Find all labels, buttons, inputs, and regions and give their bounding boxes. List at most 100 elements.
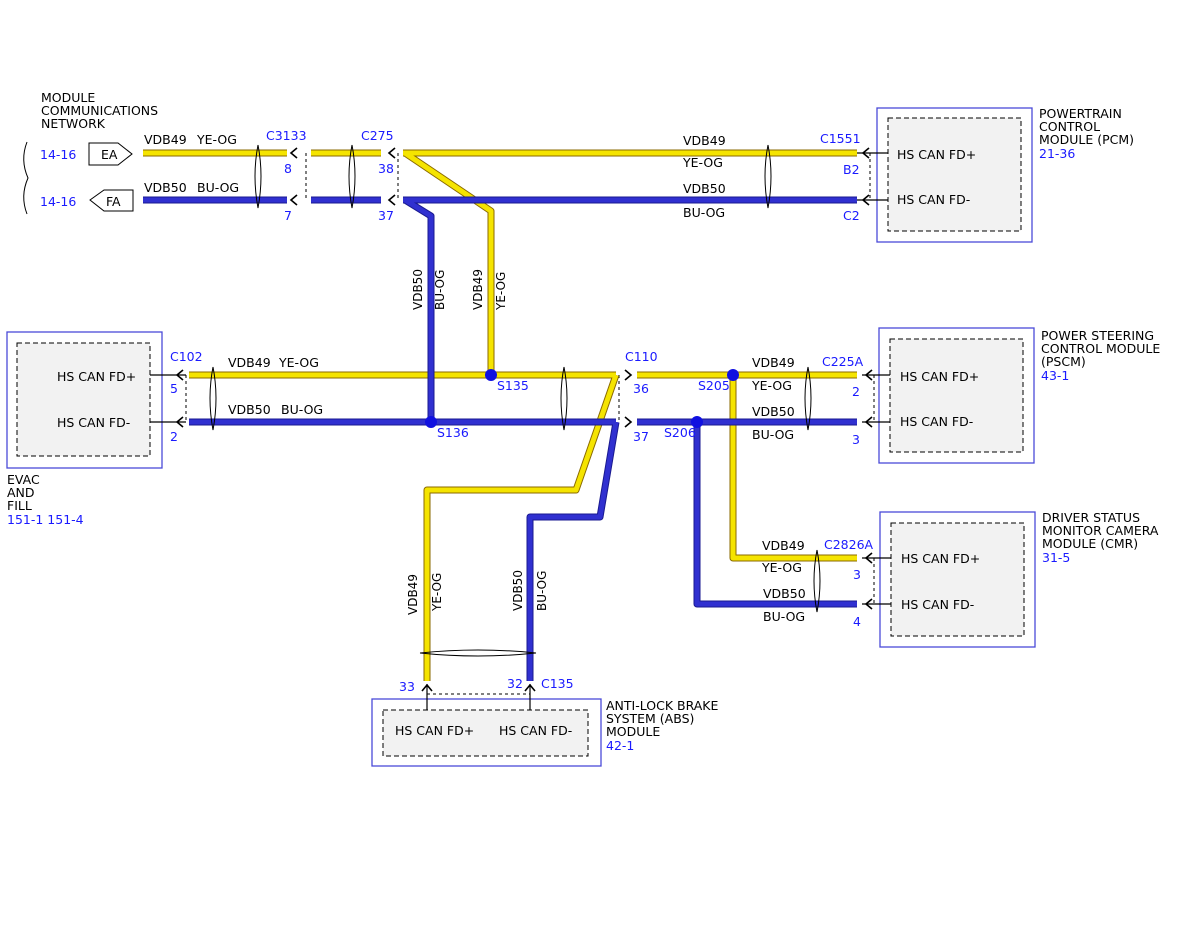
splice-s136-dot [425,416,437,428]
pcm-pin-minus-label: HS CAN FD- [897,192,970,207]
ea-ref[interactable]: 14-16 [40,147,76,162]
connector-c135-pin-minus: 32 [507,676,523,691]
evac-title-line-2: AND [7,485,35,500]
connector-c102-label[interactable]: C102 [170,349,203,364]
connector-c135-label[interactable]: C135 [541,676,574,691]
network-title-line-1: MODULE [41,90,95,105]
pscm-title-line-2: CONTROL MODULE [1041,341,1160,356]
wire-label-vdb49: VDB49 [762,538,805,553]
connector-c1551-pin-plus: B2 [843,162,860,177]
wire-label-vdb50: VDB50 [411,269,425,310]
cmr-module[interactable]: HS CAN FD+ HS CAN FD- [879,511,1036,648]
pcm-pin-plus-label: HS CAN FD+ [897,147,976,162]
connector-outlines [185,153,875,695]
pcm-title-line-2: CONTROL [1039,119,1100,134]
ea-tag[interactable]: EA [88,142,133,166]
abs-title-line-1: ANTI-LOCK BRAKE [606,698,718,713]
pscm-pin-minus-label: HS CAN FD- [900,414,973,429]
pscm-title-line-3: (PSCM) [1041,354,1086,369]
cmr-title-line-1: DRIVER STATUS [1042,510,1140,525]
network-title: MODULE COMMUNICATIONS NETWORK [41,90,158,131]
pcm-title: POWERTRAIN CONTROL MODULE (PCM) 21-36 [1039,106,1134,161]
abs-title: ANTI-LOCK BRAKE SYSTEM (ABS) MODULE 42-1 [606,698,718,753]
cmr-title-line-2: MONITOR CAMERA [1042,523,1159,538]
splice-s136-label[interactable]: S136 [437,425,469,440]
abs-module[interactable]: HS CAN FD+ HS CAN FD- [371,698,602,767]
connector-c110-label[interactable]: C110 [625,349,658,364]
connector-c275-pin-plus: 38 [378,161,394,176]
evac-pin-minus-label: HS CAN FD- [57,415,130,430]
wire-label-vdb49: VDB49 [471,269,485,310]
wire-label-ye-og: YE-OG [751,378,792,393]
pscm-ref[interactable]: 43-1 [1041,368,1069,383]
evac-title: EVAC AND FILL 151-1 151-4 [7,472,84,527]
evac-fill-module[interactable]: HS CAN FD+ HS CAN FD- [6,331,163,469]
splice-s206-label[interactable]: S206 [664,425,696,440]
connector-c1551-pin-minus: C2 [843,208,860,223]
connector-arrows [175,147,873,692]
ea-tag-label: EA [101,147,118,162]
wire-label-vdb50: VDB50 [763,586,806,601]
wire-label-bu-og: BU-OG [281,402,323,417]
pcm-module[interactable]: HS CAN FD+ HS CAN FD- [876,107,1033,243]
wire-label-vdb49: VDB49 [144,132,187,147]
connector-c135-pin-plus: 33 [399,679,415,694]
connector-c110-pin-minus: 37 [633,429,649,444]
abs-pin-minus-label: HS CAN FD- [499,723,572,738]
wire-label-vdb50: VDB50 [683,181,726,196]
splice-labels: S135 S136 S205 S206 [437,378,730,440]
connector-c102-pin-plus: 5 [170,381,178,396]
connector-c3133-label[interactable]: C3133 [266,128,307,143]
pscm-title: POWER STEERING CONTROL MODULE (PSCM) 43-… [1041,328,1160,383]
wire-labels: VDB49 YE-OG VDB50 BU-OG VDB49 YE-OG VDB5… [144,132,806,624]
pscm-title-line-1: POWER STEERING [1041,328,1154,343]
pcm-title-line-3: MODULE (PCM) [1039,132,1134,147]
network-bracket [23,141,29,215]
splice-s205-dot [727,369,739,381]
connector-c225a-pin-plus: 2 [852,384,860,399]
fa-tag[interactable]: FA [89,189,134,212]
connector-c275-label[interactable]: C275 [361,128,394,143]
wire-label-vdb49: VDB49 [406,574,420,615]
connector-c225a-label[interactable]: C225A [822,354,864,369]
connector-c2826a-label[interactable]: C2826A [824,537,874,552]
fa-ref[interactable]: 14-16 [40,194,76,209]
wire-label-vdb50: VDB50 [752,404,795,419]
evac-title-line-1: EVAC [7,472,40,487]
connector-c225a-pin-minus: 3 [852,432,860,447]
splice-s205-label[interactable]: S205 [698,378,730,393]
pcm-ref[interactable]: 21-36 [1039,146,1075,161]
wire-label-ye-og: YE-OG [430,573,444,612]
abs-title-line-2: SYSTEM (ABS) [606,711,694,726]
cmr-title: DRIVER STATUS MONITOR CAMERA MODULE (CMR… [1042,510,1159,565]
connector-labels: C3133 8 7 C275 38 37 C1551 B2 C2 C102 5 … [170,128,874,694]
cmr-ref[interactable]: 31-5 [1042,550,1070,565]
twisted-pair-symbols [209,144,821,657]
wire-label-ye-og: YE-OG [682,155,723,170]
pscm-module[interactable]: HS CAN FD+ HS CAN FD- [878,327,1035,464]
evac-title-line-3: FILL [7,498,32,513]
wire-label-ye-og: YE-OG [278,355,319,370]
wire-label-vdb49: VDB49 [228,355,271,370]
splice-dots [425,369,739,428]
splice-s135-label[interactable]: S135 [497,378,529,393]
wire-label-bu-og: BU-OG [535,571,549,611]
wire-label-vdb49: VDB49 [683,133,726,148]
connector-c2826a-pin-plus: 3 [853,567,861,582]
connector-c3133-pin-minus: 7 [284,208,292,223]
abs-ref[interactable]: 42-1 [606,738,634,753]
wire-label-vdb50: VDB50 [511,570,525,611]
connector-c3133-pin-plus: 8 [284,161,292,176]
connector-c110-pin-plus: 36 [633,381,649,396]
abs-title-line-3: MODULE [606,724,660,739]
abs-pin-plus-label: HS CAN FD+ [395,723,474,738]
wires-vdb50[interactable] [143,196,857,681]
wire-labels-vertical: VDB50 BU-OG VDB49 YE-OG VDB49 YE-OG VDB5… [406,269,549,615]
wire-label-bu-og: BU-OG [763,609,805,624]
wire-label-bu-og: BU-OG [433,270,447,310]
evac-ref[interactable]: 151-1 151-4 [7,512,84,527]
connector-c1551-label[interactable]: C1551 [820,131,861,146]
cmr-pin-plus-label: HS CAN FD+ [901,551,980,566]
splice-s206-dot [691,416,703,428]
connector-c2826a-pin-minus: 4 [853,614,861,629]
